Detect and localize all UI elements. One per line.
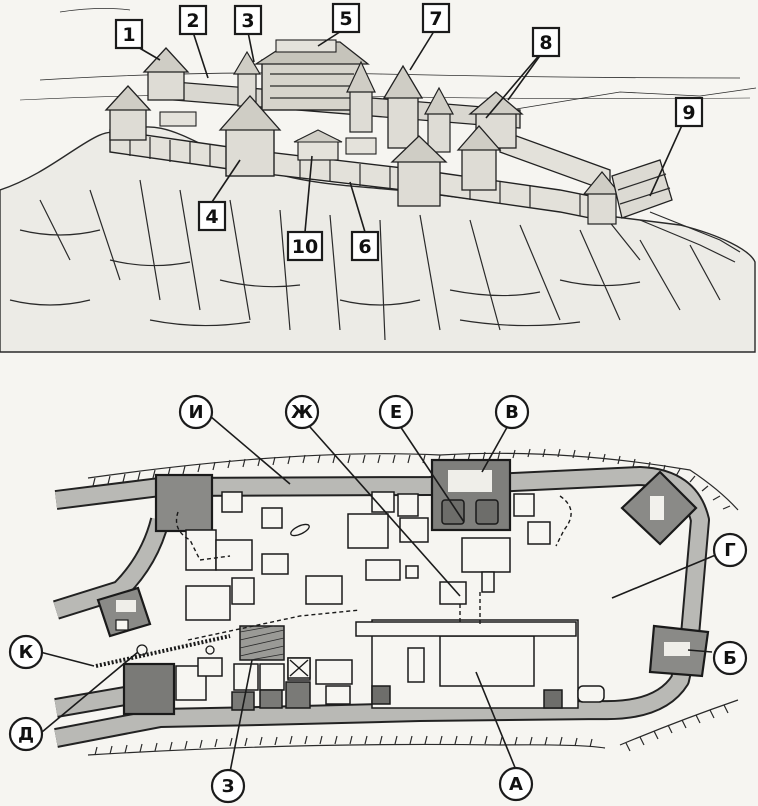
svg-text:И: И	[188, 402, 203, 423]
illustration-leaders	[135, 27, 689, 233]
building-10	[293, 129, 343, 161]
label-b: Б	[712, 640, 748, 676]
label-g: Г	[712, 532, 748, 568]
svg-text:В: В	[505, 402, 519, 423]
label-v: В	[494, 394, 530, 430]
svg-text:4: 4	[205, 206, 218, 228]
fortress-plan: И Ж Е В Г Б К Д	[8, 394, 748, 804]
plan-leaders	[39, 415, 719, 773]
svg-text:5: 5	[339, 8, 352, 30]
plan-buildings	[175, 491, 605, 711]
bridge-9	[611, 159, 741, 263]
tower-gate	[582, 171, 622, 225]
label-9: 9	[674, 96, 704, 128]
label-2: 2	[178, 4, 208, 36]
svg-text:Е: Е	[390, 402, 402, 423]
fortress-illustration: 1 2 3 5 7 8 9 4	[0, 2, 757, 353]
plan-dashed-paths	[175, 495, 572, 641]
tower-left-corner	[104, 85, 152, 141]
label-1: 1	[114, 18, 144, 50]
palace-5	[253, 39, 370, 111]
tower-1	[142, 47, 190, 101]
label-7: 7	[421, 2, 451, 34]
plan-tower-w	[96, 586, 152, 638]
label-6: 6	[350, 230, 380, 262]
label-10: 10	[286, 230, 324, 262]
svg-text:Г: Г	[724, 540, 735, 561]
svg-text:А: А	[509, 774, 523, 795]
plan-symbols	[136, 523, 310, 656]
svg-text:Ж: Ж	[291, 402, 313, 423]
plan-hatched-road	[95, 634, 231, 668]
svg-text:К: К	[19, 642, 34, 663]
label-4: 4	[197, 200, 227, 232]
plan-tower-sw	[122, 662, 176, 716]
building-cross	[287, 657, 311, 679]
label-3: 3	[233, 4, 263, 36]
plan-tower-ne	[620, 470, 698, 546]
svg-text:8: 8	[539, 32, 552, 54]
svg-text:2: 2	[186, 10, 199, 32]
plan-tower-nw	[154, 473, 214, 533]
building-z-hatched	[239, 625, 285, 661]
svg-text:3: 3	[241, 10, 254, 32]
label-a: А	[498, 766, 534, 802]
label-e: Е	[378, 394, 414, 430]
svg-text:10: 10	[292, 236, 318, 258]
svg-text:6: 6	[358, 236, 371, 258]
label-5: 5	[331, 2, 361, 34]
label-i: И	[178, 394, 214, 430]
svg-text:1: 1	[122, 24, 135, 46]
svg-text:Б: Б	[723, 648, 737, 669]
plan-tower-v	[430, 458, 512, 532]
tower-small-a	[346, 60, 376, 133]
tower-7	[382, 64, 424, 149]
label-d: Д	[8, 716, 44, 752]
plan-tower-b	[648, 624, 710, 678]
tower-front-mid	[390, 135, 448, 207]
slope-hatching-bottom	[87, 699, 739, 756]
tower-3	[232, 50, 262, 107]
label-z: З	[210, 768, 246, 804]
label-8: 8	[531, 26, 561, 58]
tower-small-b	[423, 86, 455, 153]
building-small	[159, 111, 377, 155]
slope-hatching-top	[87, 448, 739, 511]
tower-front-right	[456, 125, 502, 191]
label-k: К	[8, 634, 44, 670]
svg-text:З: З	[222, 776, 235, 797]
svg-text:Д: Д	[18, 724, 34, 745]
svg-text:9: 9	[682, 102, 695, 124]
label-zh: Ж	[284, 394, 320, 430]
svg-text:7: 7	[429, 8, 442, 30]
